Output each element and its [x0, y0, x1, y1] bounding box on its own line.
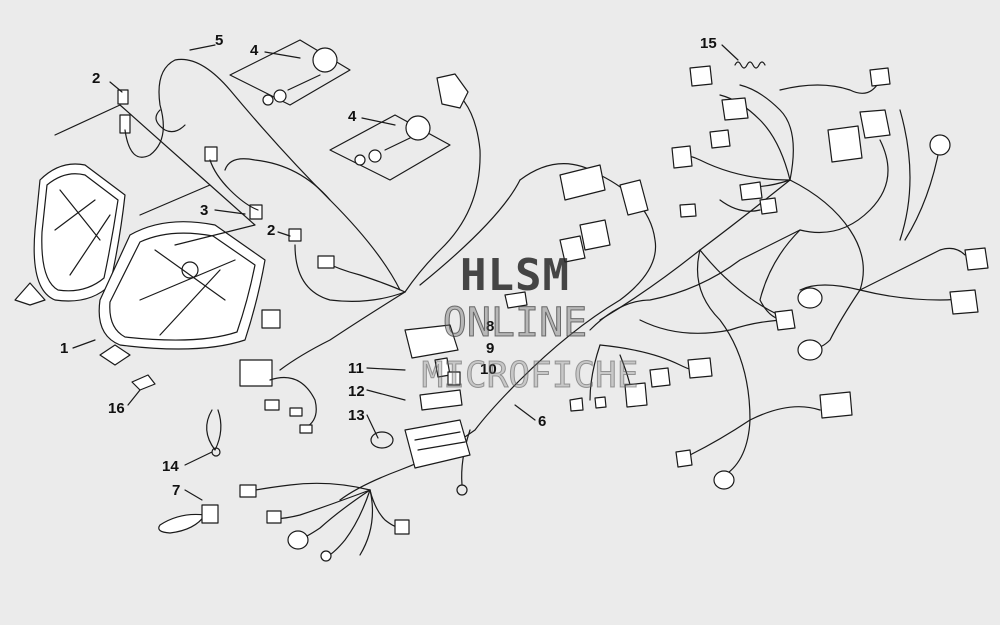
callout-2-lower: 2	[267, 222, 276, 239]
callout-10: 10	[480, 361, 497, 378]
callout-7: 7	[172, 482, 181, 499]
callout-11: 11	[348, 360, 364, 377]
callout-5: 5	[215, 32, 224, 49]
callout-3: 3	[200, 202, 209, 219]
callout-4-upper: 4	[250, 42, 259, 59]
callout-14: 14	[162, 458, 179, 475]
callout-2-upper: 2	[92, 70, 101, 87]
callout-9: 9	[486, 340, 495, 357]
callout-16: 16	[108, 400, 125, 417]
callout-4-lower: 4	[348, 108, 357, 125]
callout-15: 15	[700, 35, 717, 52]
callout-8: 8	[486, 318, 495, 335]
headlight-right	[98, 221, 266, 366]
callout-6: 6	[538, 413, 547, 430]
callout-12: 12	[348, 383, 365, 400]
callout-13: 13	[348, 407, 365, 424]
callout-1: 1	[60, 340, 69, 357]
